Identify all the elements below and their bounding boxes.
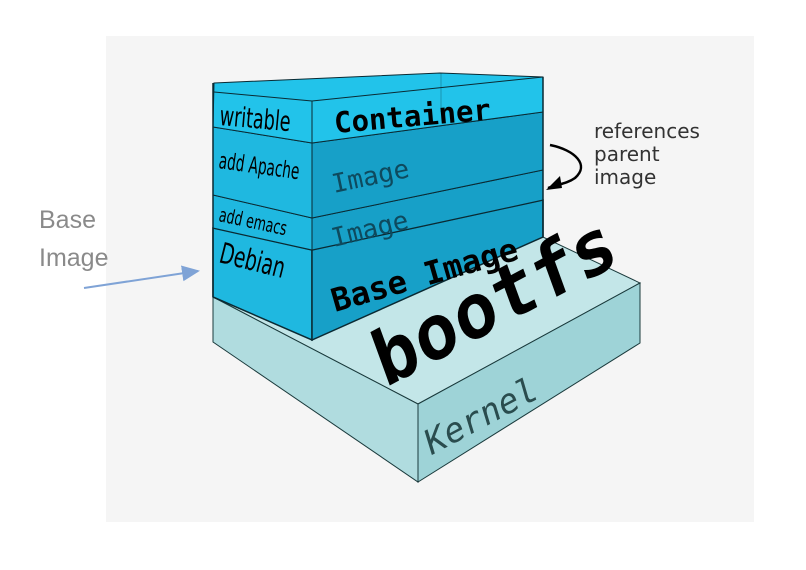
base-image-label-line1: Base	[39, 206, 96, 234]
base-image-arrow-icon	[83, 265, 200, 289]
container-top-edge-2	[311, 76, 544, 102]
container-top-edge	[213, 91, 313, 102]
kernel-front-face	[417, 282, 641, 483]
references-label-line3: image	[594, 165, 656, 189]
curved-arrowhead-icon	[546, 176, 562, 190]
apache-layer: add Apache Image	[212, 111, 544, 219]
curved-arrow-icon	[547, 143, 583, 190]
base-image-label-line2: Image	[39, 244, 108, 272]
writable-label: writable	[218, 101, 292, 138]
references-label-line1: references	[594, 119, 700, 143]
references-annotation: references parent image	[546, 119, 700, 190]
base-image-annotation: Base Image	[39, 206, 200, 289]
references-label-line2: parent	[594, 142, 660, 166]
emacs-layer: add emacs Image	[212, 169, 544, 254]
